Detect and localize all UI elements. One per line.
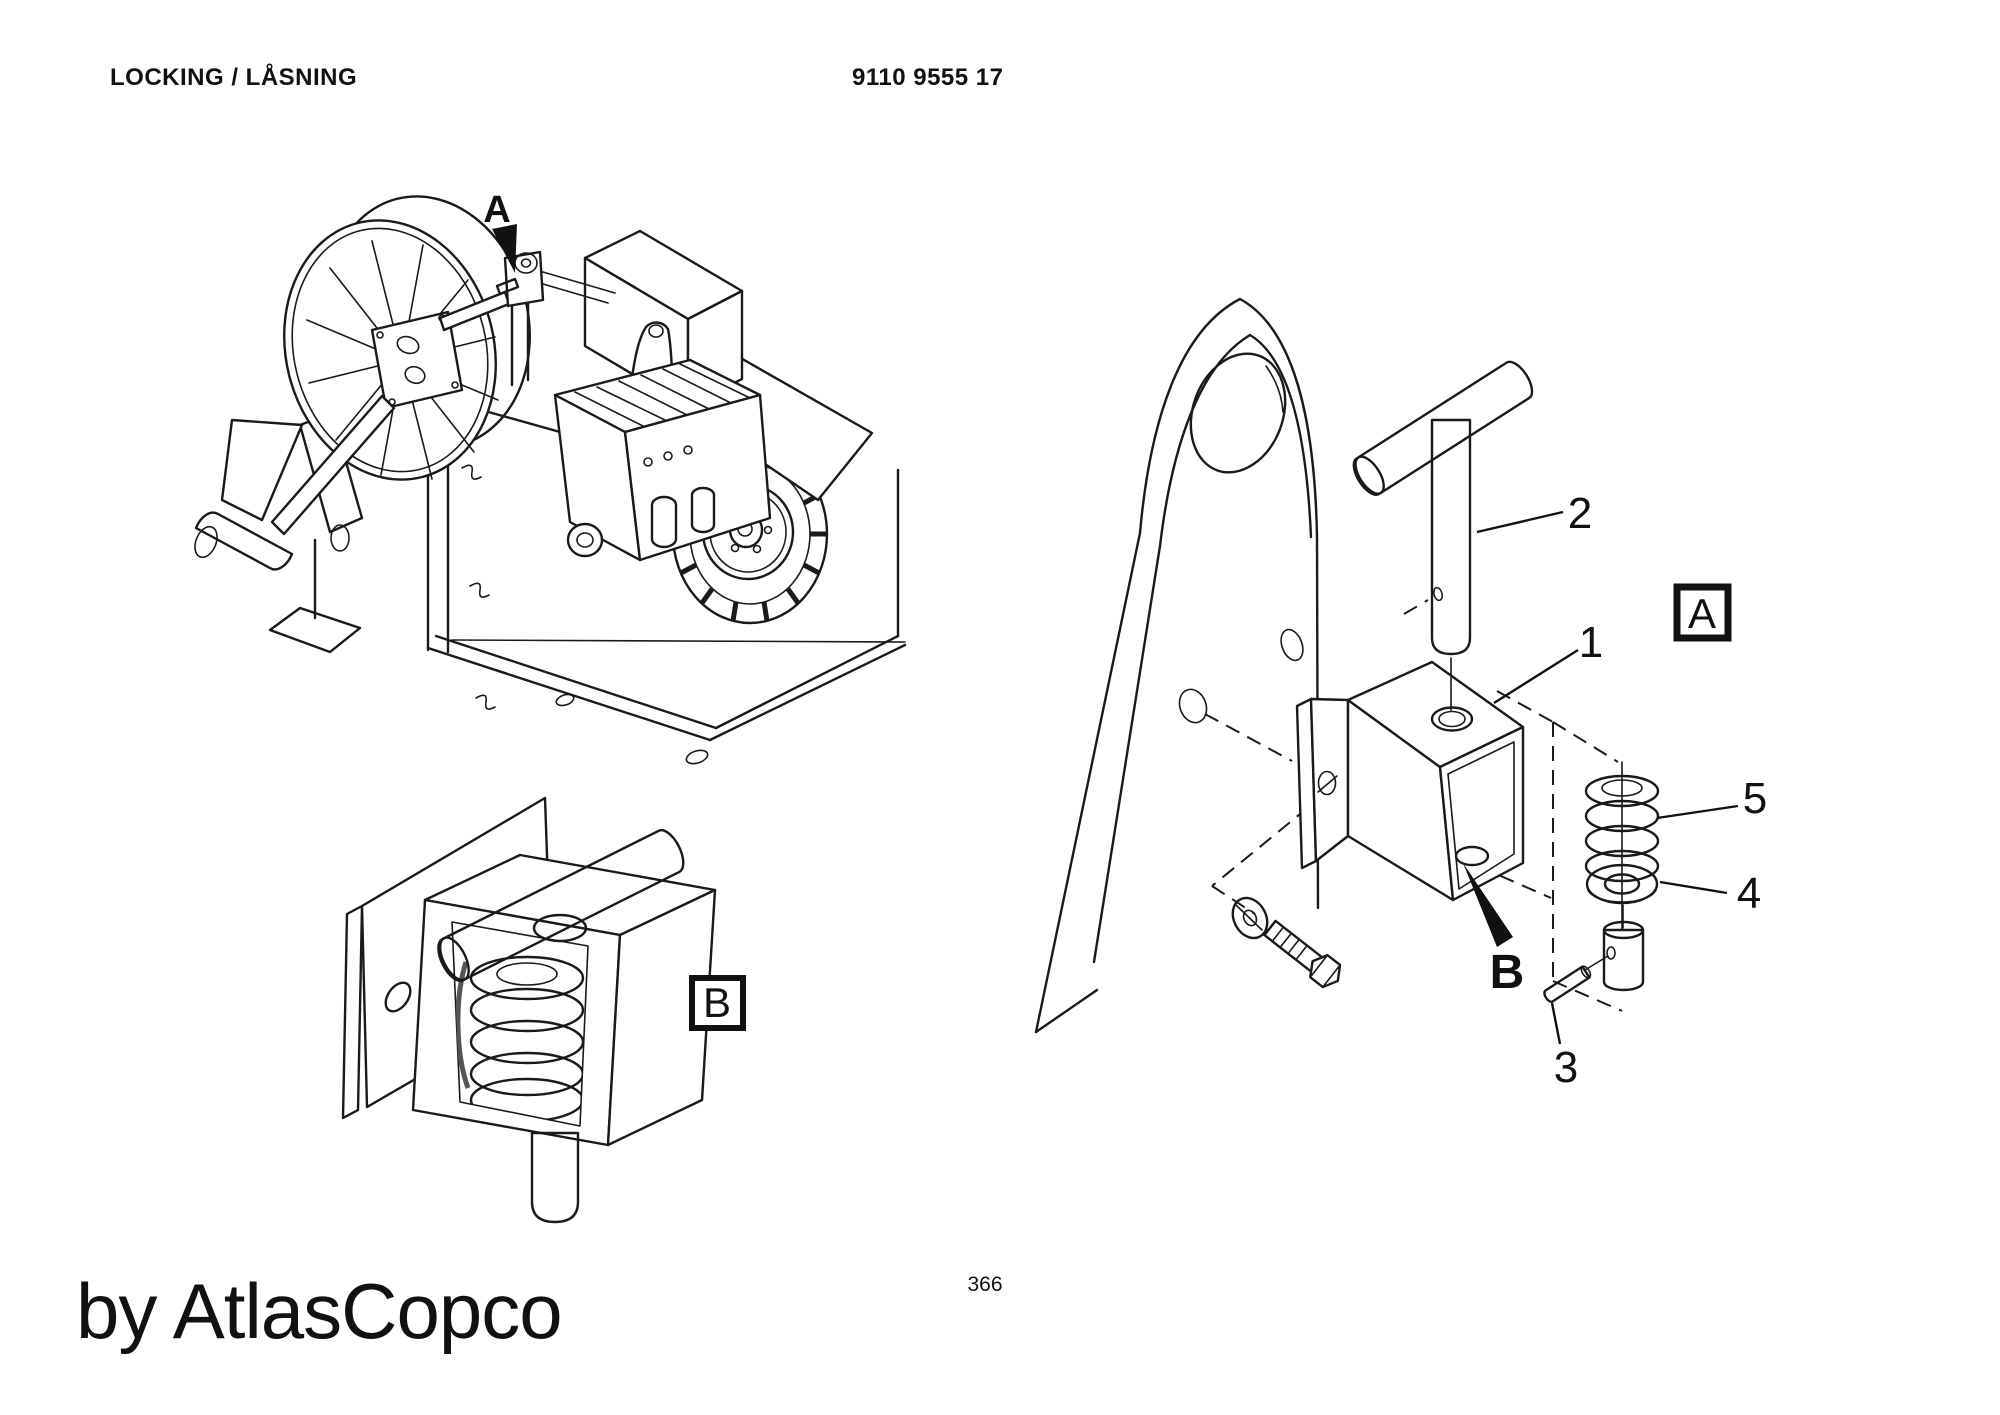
part-label-1: 1 (1579, 618, 1603, 667)
callout-a-label: A (483, 189, 510, 231)
drawing-root: A (76, 63, 1767, 1355)
detail-view-b-figure: B (341, 796, 746, 1224)
exploded-handle-bar (1352, 360, 1534, 496)
machine-frame (268, 390, 907, 765)
detail-b-viewbox: B (689, 975, 746, 1031)
machine-callout-a: A (483, 189, 517, 273)
document-number: 9110 9555 17 (852, 64, 1004, 91)
detail-b-collar (532, 913, 588, 943)
callout-a-arrow (492, 224, 517, 273)
part-label-5: 5 (1743, 774, 1767, 823)
exploded-callout-b: B (1463, 863, 1524, 999)
page-text: LOCKING / LÅSNING 9110 9555 17 366 by At… (76, 63, 1004, 1355)
exploded-viewbox-a: A (1673, 583, 1732, 642)
exploded-handle-shaft (1430, 418, 1472, 656)
page-number: 366 (967, 1273, 1002, 1296)
machine-overview-figure: A (194, 189, 907, 765)
exploded-view-a-figure: 1 2 3 4 5 B A (1034, 297, 1767, 1092)
exploded-pin (1543, 965, 1592, 1003)
exploded-part-labels: 1 2 3 4 5 (1476, 489, 1767, 1092)
callout-b-arrow (1463, 863, 1513, 947)
part-label-2: 2 (1568, 489, 1592, 538)
exploded-bracket-arm (1034, 297, 1320, 1034)
machine-support-roller (194, 411, 364, 571)
part-label-4: 4 (1737, 869, 1761, 918)
exploded-sleeve (1602, 904, 1645, 992)
detail-b-view-label: B (703, 979, 731, 1026)
detail-b-handle (437, 829, 685, 982)
page-title: LOCKING / LÅSNING (110, 63, 357, 91)
detail-b-pin (530, 1131, 580, 1224)
exploded-washer (1585, 863, 1659, 905)
exploded-bolt-washer (1231, 896, 1342, 989)
footer-brand: by AtlasCopco (76, 1267, 562, 1355)
part-label-3: 3 (1554, 1043, 1578, 1092)
exploded-spring (1584, 761, 1660, 931)
exploded-housing (1295, 660, 1525, 902)
callout-b-label: B (1490, 946, 1525, 999)
machine-engine (553, 358, 772, 562)
machine-cable-reel (270, 195, 531, 536)
exploded-view-label: A (1688, 590, 1716, 637)
